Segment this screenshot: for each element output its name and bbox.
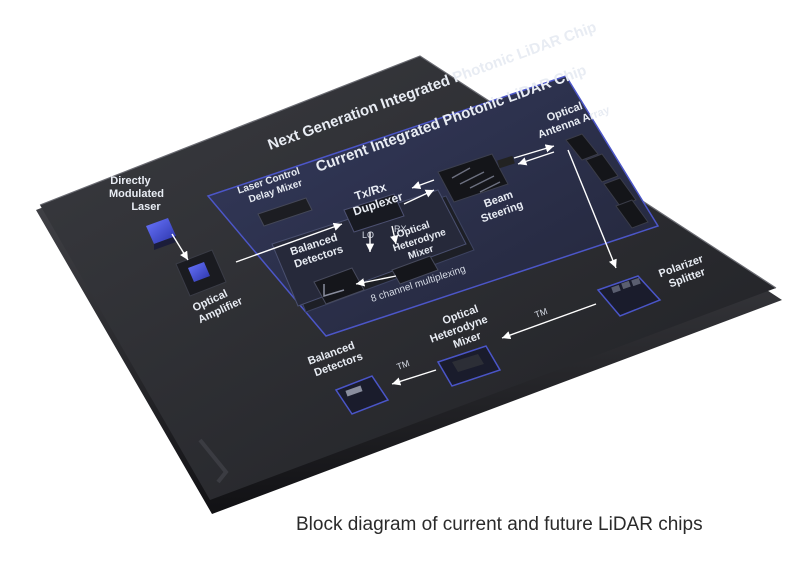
figure-caption: Block diagram of current and future LiDA… (296, 514, 703, 535)
arrow-antenna-to-polarizer (567, 149, 617, 269)
tm-label-2: TM (395, 358, 411, 372)
outer-detectors-body (334, 375, 390, 415)
arrow-mixer-to-detectors (355, 275, 397, 287)
amplifier-chip (188, 262, 210, 282)
laser-chip (146, 218, 176, 244)
duplexer-body (343, 193, 405, 233)
outer-detectors-die (345, 385, 363, 397)
antenna-element-3 (603, 177, 637, 207)
arrow-antenna-to-steering (517, 151, 555, 166)
laser-label: Directly Modulated Laser (109, 175, 167, 213)
arrow-rx-to-mixer (390, 225, 399, 245)
beam-steering-port (497, 155, 515, 169)
beam-steering-waveguides (451, 167, 501, 193)
arrow-amplifier-to-duplexer (235, 222, 343, 263)
laser-chip-side (154, 236, 176, 250)
laser-block: Directly Modulated Laser (109, 175, 176, 250)
polarizer-port-1 (611, 284, 621, 294)
chip-logo-mark (198, 438, 229, 484)
outer-chip-highlight (39, 55, 777, 289)
antenna-element-1 (565, 133, 599, 161)
arrow-laser-to-amplifier (171, 233, 189, 261)
arrow-polarizer-to-mixer (501, 303, 597, 340)
arrow-steering-to-antenna (513, 144, 555, 159)
inner-mixer-body (391, 255, 439, 285)
signal-arrows (171, 144, 617, 386)
arrow-mixer-to-detectors-outer (391, 369, 437, 386)
arrow-steering-to-duplexer (411, 179, 435, 190)
polarizer-body (596, 275, 662, 317)
delay-mixer-body (257, 197, 313, 227)
tm-label-1: TM (533, 306, 549, 320)
polarizer-port-2 (621, 280, 631, 290)
antenna-element-2 (585, 153, 619, 183)
arrow-duplexer-to-steering (403, 189, 435, 205)
rx-label: RX (394, 224, 407, 234)
outer-mixer-die (452, 354, 484, 372)
antenna-element-4 (615, 199, 649, 229)
inner-detectors-trace (323, 284, 345, 298)
lo-label: LO (362, 230, 374, 240)
polarizer-port-3 (631, 277, 641, 287)
